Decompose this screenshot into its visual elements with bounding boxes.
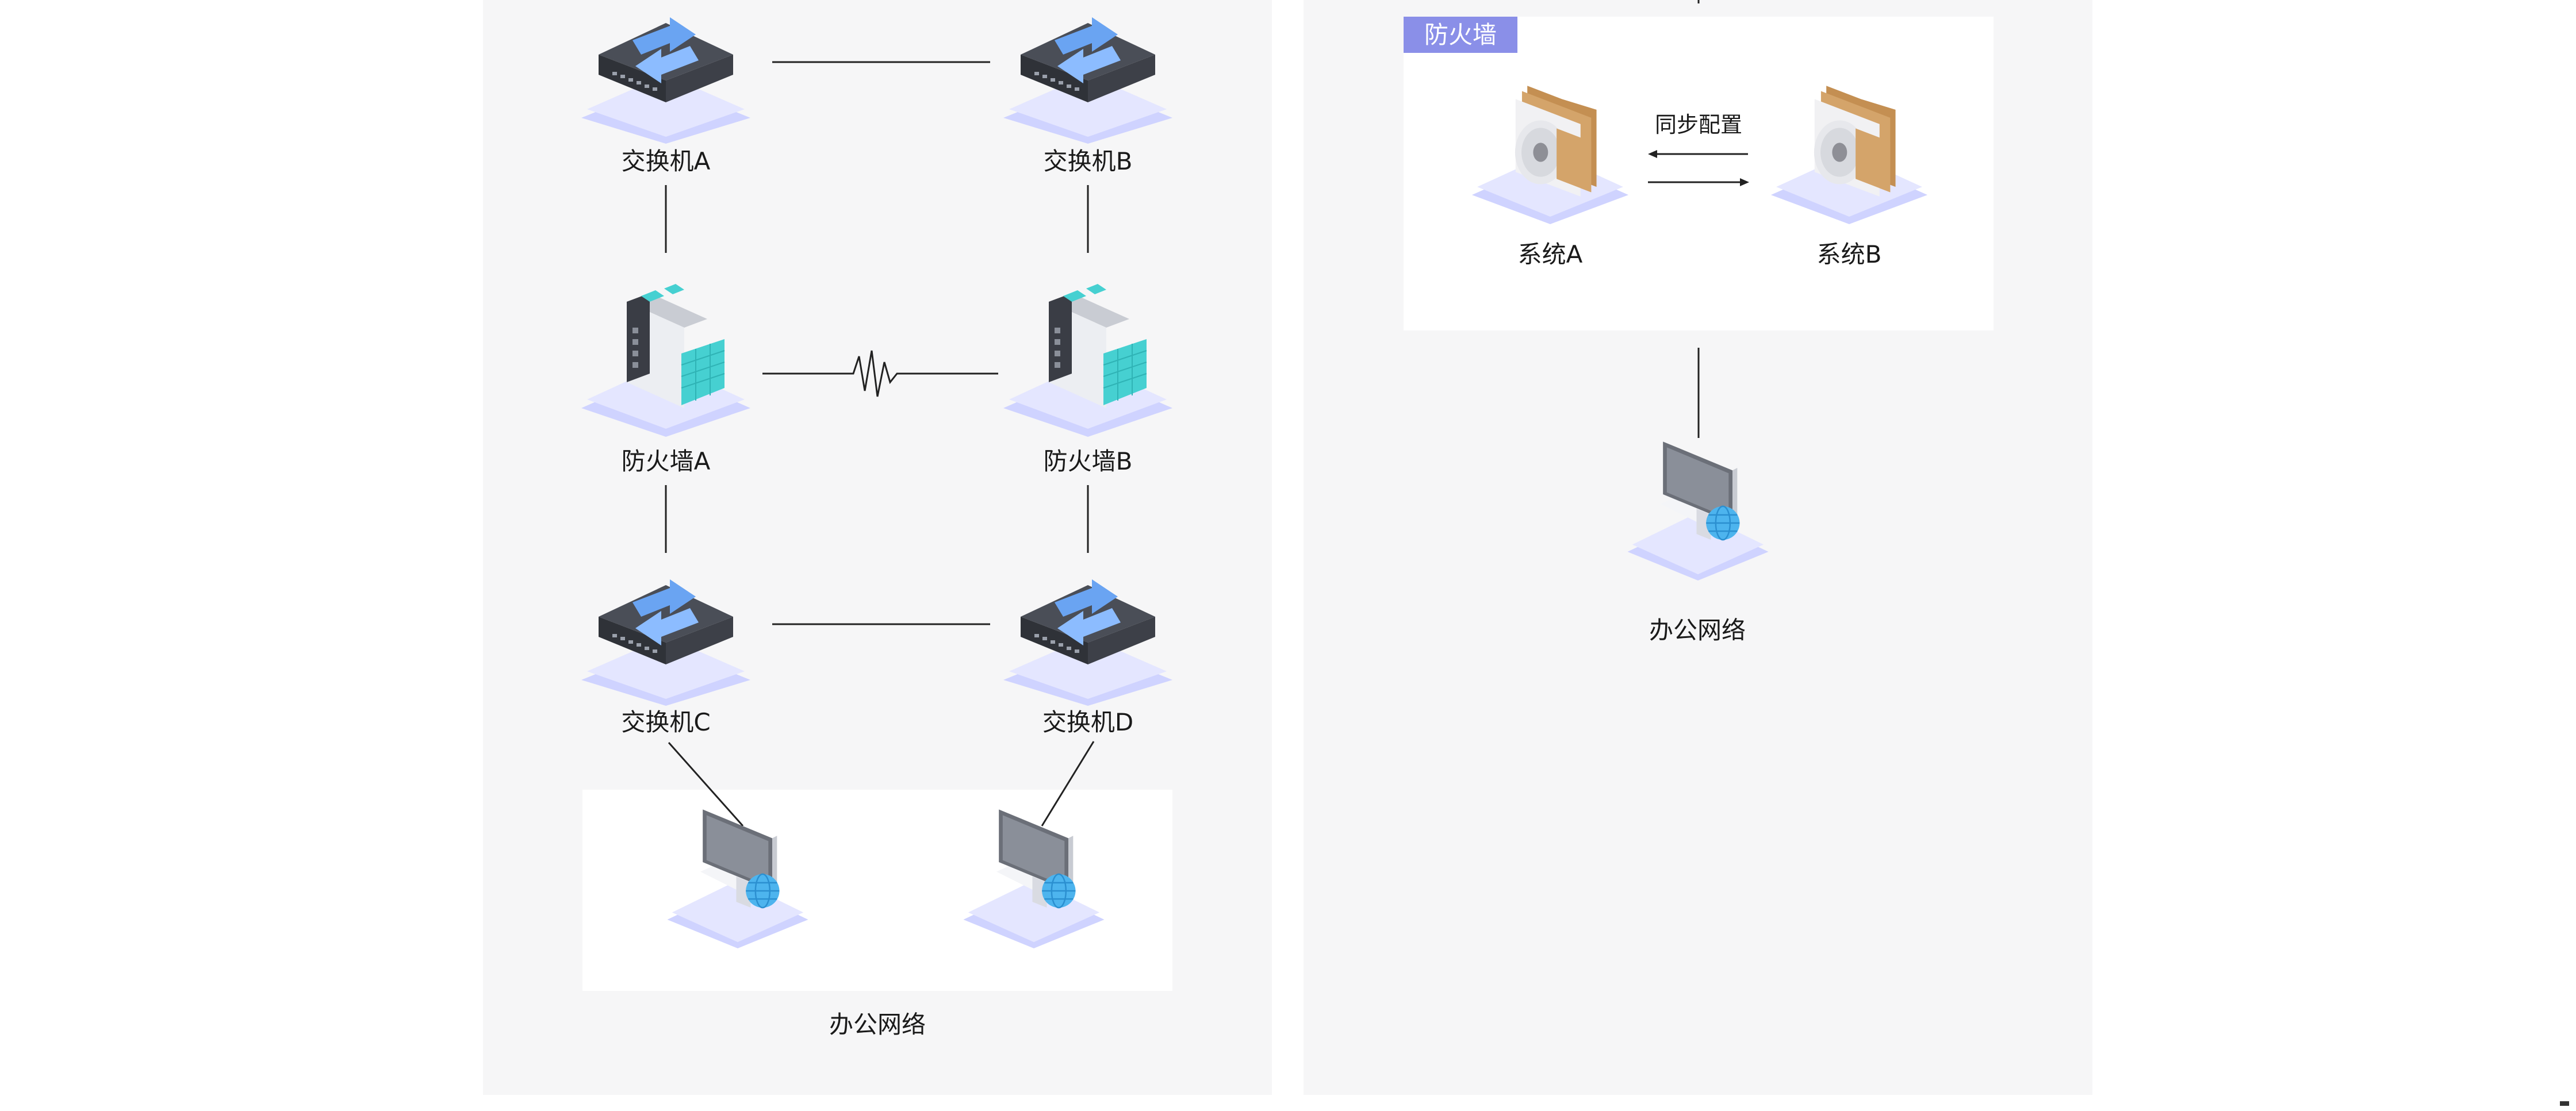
computer-left-2-node bbox=[946, 805, 1122, 948]
system-a-node bbox=[1462, 80, 1638, 224]
switch-c-node bbox=[578, 562, 754, 706]
switch-d-label: 交换机D bbox=[1042, 708, 1134, 736]
switch-icon bbox=[1003, 17, 1172, 144]
computer-right-node bbox=[1610, 437, 1786, 581]
switch-d-node bbox=[1000, 562, 1176, 706]
sync-config-label: 同步配置 bbox=[1654, 112, 1742, 137]
firewall-b-label: 防火墙B bbox=[1043, 447, 1133, 475]
firewall-tag: 防火墙 bbox=[1404, 17, 1517, 53]
computer-icon bbox=[667, 809, 808, 948]
firewall-a-node bbox=[578, 284, 754, 437]
folder-disc-icon bbox=[1770, 86, 1928, 224]
switch-icon bbox=[1003, 579, 1172, 706]
computer-left-1-node bbox=[650, 805, 826, 948]
folder-disc-icon bbox=[1471, 86, 1629, 224]
computer-icon bbox=[963, 809, 1105, 948]
office-network-label-left: 办公网络 bbox=[829, 1010, 926, 1039]
corner-mark bbox=[2560, 1101, 2569, 1106]
switch-c-label: 交换机C bbox=[621, 708, 711, 736]
firewall-b-node bbox=[1000, 284, 1176, 437]
firewall-icon bbox=[581, 284, 750, 437]
switch-icon bbox=[581, 17, 750, 144]
switch-b-node bbox=[1000, 0, 1176, 144]
firewall-icon bbox=[1003, 284, 1172, 437]
computer-icon bbox=[1627, 441, 1769, 581]
firewall-a-label: 防火墙A bbox=[621, 447, 711, 475]
system-b-node bbox=[1761, 80, 1937, 224]
switch-b-label: 交换机B bbox=[1043, 147, 1133, 175]
switch-icon bbox=[581, 579, 750, 706]
office-network-label-right: 办公网络 bbox=[1649, 616, 1746, 644]
system-a-label: 系统A bbox=[1517, 240, 1583, 268]
switch-a-label: 交换机A bbox=[621, 147, 711, 175]
switch-a-node bbox=[578, 0, 754, 144]
system-b-label: 系统B bbox=[1816, 240, 1882, 268]
